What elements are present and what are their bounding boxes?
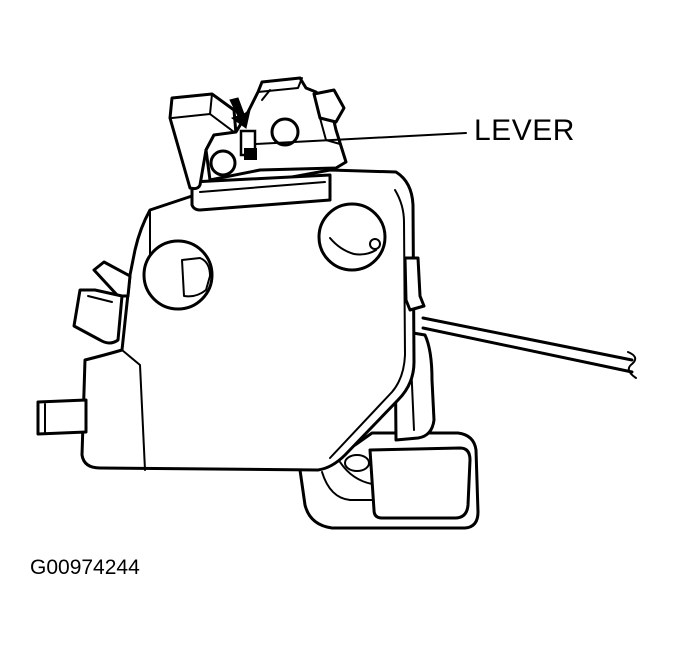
release-cable	[421, 316, 637, 379]
right-hole	[317, 202, 387, 272]
figure-id: G00974244	[30, 556, 140, 579]
pointer-arrow	[229, 97, 251, 129]
edge-tab	[403, 256, 426, 312]
lever	[239, 129, 257, 160]
callout-leader-line	[255, 132, 467, 145]
top-plate	[190, 173, 332, 212]
left-plug	[36, 398, 88, 436]
left-hole	[142, 239, 214, 311]
left-connector	[72, 260, 132, 345]
lever-callout-label: LEVER	[474, 114, 575, 147]
